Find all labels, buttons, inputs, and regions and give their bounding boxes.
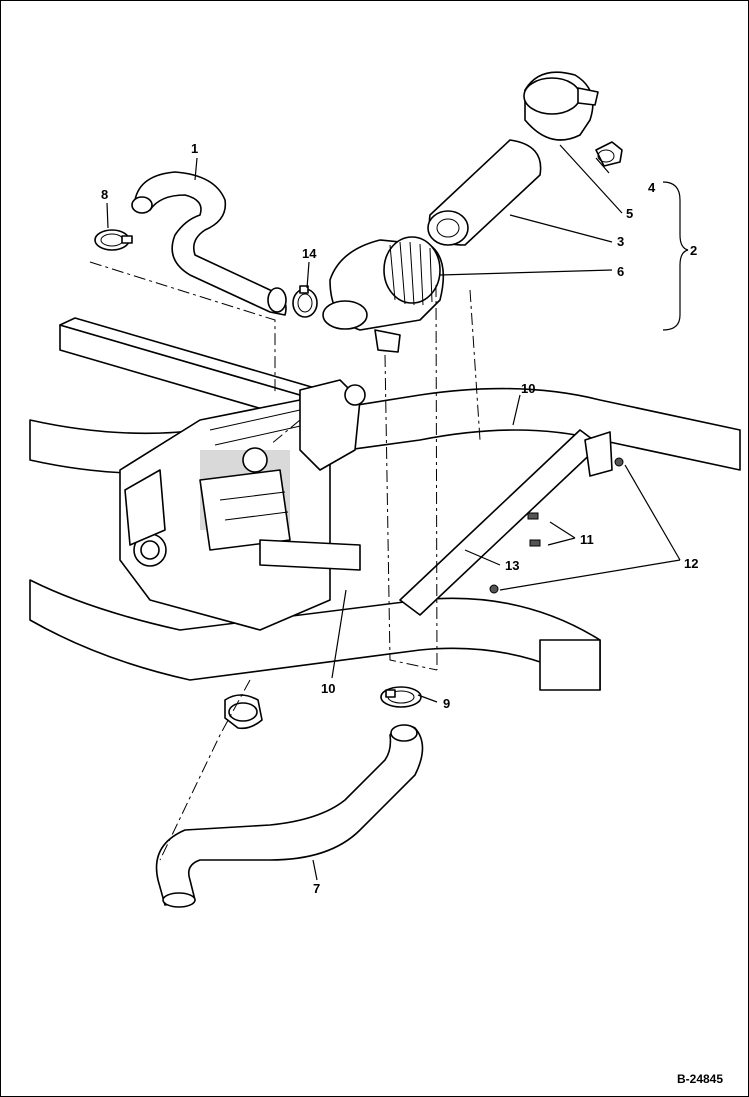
callout-6: 6 <box>617 264 624 279</box>
callout-5: 5 <box>626 206 633 221</box>
callout-12: 12 <box>684 556 698 571</box>
intake-hose-upper <box>131 171 287 316</box>
callout-labels: 1 2 3 4 5 6 7 8 9 10 10 11 12 13 14 <box>101 141 698 896</box>
callout-8: 8 <box>101 187 108 202</box>
callout-3: 3 <box>617 234 624 249</box>
leader-lines <box>106 144 689 881</box>
callout-7: 7 <box>313 881 320 896</box>
callout-13: 13 <box>505 558 519 573</box>
assembly-lines <box>89 261 481 861</box>
bolts-11 <box>527 512 541 547</box>
elbow-fitting <box>224 694 263 730</box>
document-number: B-24845 <box>677 1072 723 1086</box>
dust-valve <box>595 141 623 167</box>
callout-4: 4 <box>648 180 656 195</box>
callout-9: 9 <box>443 696 450 711</box>
hose-clamp-14 <box>292 285 318 318</box>
callout-2: 2 <box>690 243 697 258</box>
air-cleaner-housing <box>322 236 445 353</box>
cover <box>523 71 599 141</box>
hose-clamp-9 <box>380 686 422 708</box>
callout-1: 1 <box>191 141 198 156</box>
nuts-12 <box>489 457 624 594</box>
intake-hose-lower <box>155 724 424 908</box>
callout-10-upper: 10 <box>521 381 535 396</box>
engine-assembly <box>119 379 366 631</box>
hose-clamp-8 <box>94 229 133 251</box>
callout-14: 14 <box>302 246 317 261</box>
callout-10-lower: 10 <box>321 681 335 696</box>
callout-11: 11 <box>580 532 594 547</box>
filter-element-outer <box>427 139 542 246</box>
